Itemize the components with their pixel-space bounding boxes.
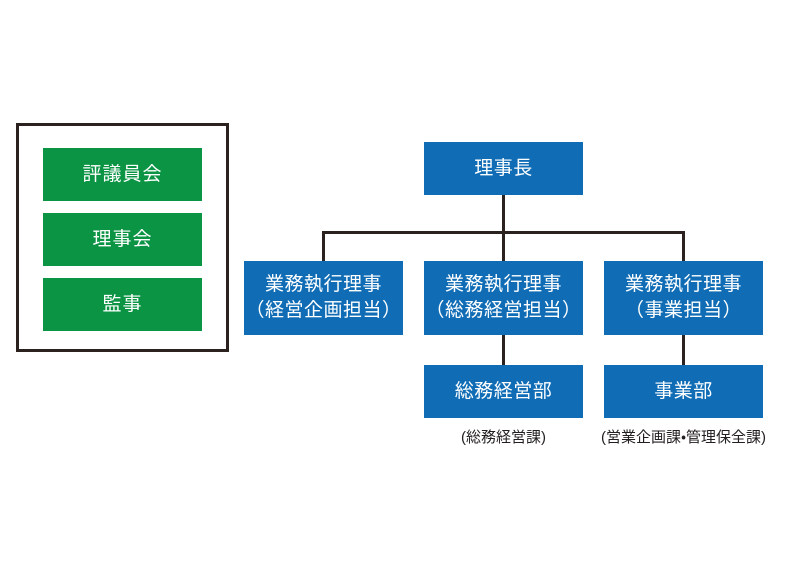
connector-bus-to-executive-1 (502, 231, 505, 261)
connector-bus-to-executive-2 (682, 231, 685, 261)
governance-box-auditor[interactable]: 監事 (43, 278, 202, 331)
node-executive-business[interactable]: 業務執行理事 （事業担当） (604, 261, 763, 335)
governance-box-label: 理事会 (92, 229, 153, 250)
node-executive-planning[interactable]: 業務執行理事 （経営企画担当） (244, 261, 403, 335)
node-executive-general-affairs[interactable]: 業務執行理事 （総務経営担当） (424, 261, 583, 335)
node-department-business[interactable]: 事業部 (604, 365, 763, 418)
connector-executive-1-to-department-0 (502, 335, 505, 365)
node-label: 理事長 (474, 157, 533, 179)
node-department-general-affairs[interactable]: 総務経営部 (424, 365, 583, 418)
governance-box-label: 評議員会 (82, 164, 163, 185)
node-label: 総務経営部 (454, 380, 553, 402)
department-caption-general-affairs: (総務経営課) (461, 429, 546, 446)
node-label: 事業部 (654, 380, 713, 402)
connector-chair-to-bus (502, 195, 505, 233)
node-label-line1: 業務執行理事 (264, 274, 382, 296)
connector-bus-to-executive-0 (322, 231, 325, 261)
department-caption-business: (営業企画課・管理保全課) (600, 429, 767, 446)
node-label-line1: 業務執行理事 (444, 274, 562, 296)
node-label-line2: （経営企画担当） (245, 300, 402, 321)
connector-executive-2-to-department-1 (682, 335, 685, 365)
node-chairman[interactable]: 理事長 (424, 142, 583, 195)
node-label-line1: 業務執行理事 (624, 274, 742, 296)
governance-box-councillors[interactable]: 評議員会 (43, 148, 202, 201)
node-label-line2: （事業担当） (624, 300, 742, 321)
node-label-line2: （総務経営担当） (425, 300, 582, 321)
governance-box-label: 監事 (102, 294, 143, 315)
governance-box-board-of-directors[interactable]: 理事会 (43, 213, 202, 266)
